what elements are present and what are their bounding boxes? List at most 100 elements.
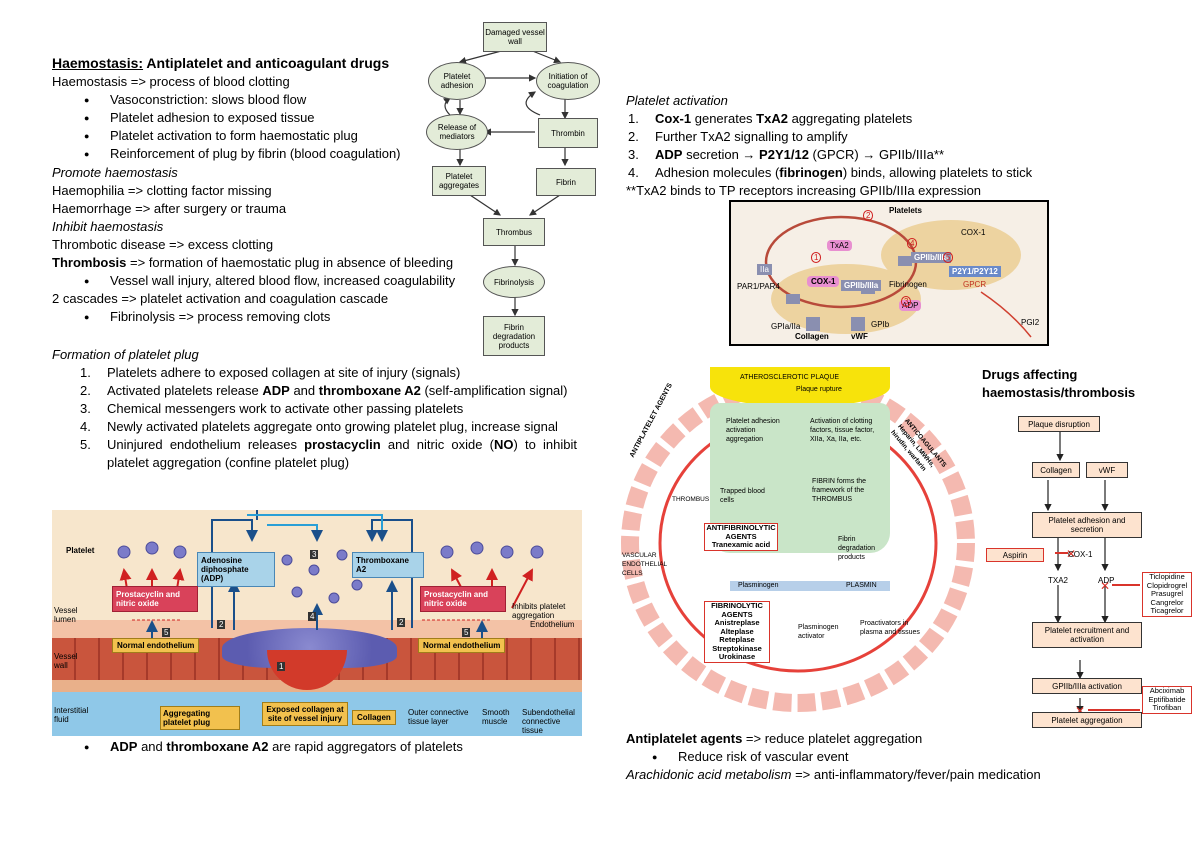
list-item: 1.Cox-1 generates TxA2 aggregating plate… xyxy=(628,111,913,126)
antiplatelet-text: Antiplatelet agents => reduce platelet a… xyxy=(626,731,923,746)
cascades-text: 2 cascades => platelet activation and co… xyxy=(52,291,389,306)
list-item: 3.ADP secretion → P2Y1/12 (GPCR) → GPIIb… xyxy=(628,147,945,162)
thrombosis-term: Thrombosis xyxy=(52,255,127,270)
title-underlined: Haemostasis: xyxy=(52,55,144,71)
drug-flow-arrows: ✕ ✕ ✕ xyxy=(1044,432,1140,718)
step-badge: 5 xyxy=(462,628,471,637)
list-item: 2.Further TxA2 signalling to amplify xyxy=(628,129,848,144)
txa2-note: **TxA2 binds to TP receptors increasing … xyxy=(626,183,982,198)
smooth-muscle-label: Smooth muscle xyxy=(482,708,510,726)
thrombus-label: THROMBUS xyxy=(672,496,710,503)
svg-text:✕: ✕ xyxy=(1100,579,1110,593)
flow-thrombus: Thrombus xyxy=(483,218,545,246)
drugs-heading-word-1: Drugs affecting xyxy=(982,367,1078,382)
list-item: Vasoconstriction: slows blood flow xyxy=(52,91,401,109)
list-item: 1.Platelets adhere to exposed collagen a… xyxy=(80,365,461,380)
thrombotic-text: Thrombotic disease => excess clotting xyxy=(52,237,274,252)
activation-heading: Platelet activation xyxy=(626,93,728,108)
degradation-label: Fibrin degradation products xyxy=(838,536,875,561)
platelets-label: Platelets xyxy=(889,206,922,215)
list-item: Platelet adhesion to exposed tissue xyxy=(52,109,401,127)
haemorrhage-text: Haemorrhage => after surgery or trauma xyxy=(52,201,287,216)
flow-platelet-aggregates: Platelet aggregates xyxy=(432,166,486,196)
clotting-label: Activation of clotting factors, tissue f… xyxy=(810,418,875,443)
promote-heading: Promote haemostasis xyxy=(52,165,178,180)
flow-fibrinolysis: Fibrinolysis xyxy=(483,266,545,298)
collagen-label: Collagen xyxy=(352,710,396,725)
adp-label: ADP xyxy=(1098,576,1115,585)
list-item: Vessel wall injury, altered blood flow, … xyxy=(52,272,455,290)
endothelium-label: Endothelium xyxy=(530,620,575,629)
gp6-label: GPIa/IIa xyxy=(771,322,801,331)
step-badge: 2 xyxy=(397,618,406,627)
normal-endothelium-right: Normal endothelium xyxy=(418,638,506,653)
txa2-label: TXA2 xyxy=(1048,576,1069,585)
step-badge: 3 xyxy=(310,550,319,559)
flow-initiation: Initiation of coagulation xyxy=(536,62,600,100)
flow-gp-activation: GPIIb/IIIa activation xyxy=(1032,678,1142,694)
flow-release-mediators: Release of mediators xyxy=(426,114,488,150)
collagen-label: Collagen xyxy=(795,332,829,341)
step-badge: 5 xyxy=(943,252,954,263)
step-badge: 5 xyxy=(162,628,171,637)
plaque-label: ATHEROSCLEROTIC PLAQUE xyxy=(740,374,840,381)
aspirin-box: Aspirin xyxy=(986,548,1044,562)
gp1b-label: GPIb xyxy=(871,320,890,329)
cox1-top: COX-1 xyxy=(961,228,986,237)
adp-label: ADP xyxy=(899,300,922,311)
flow-plaque-disruption: Plaque disruption xyxy=(1018,416,1100,432)
rupture-label: Plaque rupture xyxy=(796,386,842,393)
subendothelial-label: Subendothelial connective tissue xyxy=(522,708,575,735)
p2y-label: P2Y1/P2Y12 xyxy=(949,266,1001,277)
prostacyclin-left: Prostacyclin and nitric oxide xyxy=(112,586,198,612)
cox1-label: COX-1 xyxy=(1068,550,1093,559)
list-item: 3.Chemical messengers work to activate o… xyxy=(80,401,464,416)
list-item: Fibrinolysis => process removing clots xyxy=(52,308,330,326)
formation-list: 1.Platelets adhere to exposed collagen a… xyxy=(52,364,582,472)
pgi2-label: PGI2 xyxy=(1021,318,1040,327)
activator-label: Plasminogen activator xyxy=(798,624,839,640)
txa-box: Thromboxane A2 xyxy=(352,552,424,578)
haemostasis-steps: Vasoconstriction: slows blood flow Plate… xyxy=(52,91,401,163)
flow-recruitment: Platelet recruitment and activation xyxy=(1032,622,1142,648)
list-item: ADP and thromboxane A2 are rapid aggrega… xyxy=(52,738,463,756)
flow-damaged-vessel: Damaged vessel wall xyxy=(483,22,547,52)
flow-adhesion-secretion: Platelet adhesion and secretion xyxy=(1032,512,1142,538)
flow-platelet-adhesion: Platelet adhesion xyxy=(428,62,486,100)
plasmin-label: PLASMIN xyxy=(846,582,877,589)
inhibit-heading: Inhibit haemostasis xyxy=(52,219,164,234)
fibrinolysis-bullets: Fibrinolysis => process removing clots xyxy=(52,308,330,326)
plasminogen-label: Plasminogen xyxy=(738,582,779,589)
list-item: 4.Adhesion molecules (fibrinogen) binds,… xyxy=(628,165,1033,180)
flow-vwf: vWF xyxy=(1086,462,1128,478)
cox1-mid: COX-1 xyxy=(807,276,840,287)
trapped-label: Trapped blood cells xyxy=(720,488,765,504)
iia-label: IIa xyxy=(757,264,772,275)
step-badge: 4 xyxy=(907,238,918,249)
normal-endothelium-left: Normal endothelium xyxy=(112,638,200,653)
page-title: Haemostasis: Antiplatelet and anticoagul… xyxy=(52,54,389,72)
flow-thrombin: Thrombin xyxy=(538,118,598,148)
arachidonic-text: Arachidonic acid metabolism => anti-infl… xyxy=(626,767,1041,782)
thrombosis-text: Thrombosis => formation of haemostatic p… xyxy=(52,254,453,272)
flow-degradation-products: Fibrin degradation products xyxy=(483,316,545,356)
list-item: Platelet activation to form haemostatic … xyxy=(52,127,401,145)
vascular-label: VASCULAR ENDOTHELIAL CELLS xyxy=(622,552,667,577)
antiplatelet-bullets: Reduce risk of vascular event xyxy=(620,748,849,766)
prostacyclin-right: Prostacyclin and nitric oxide xyxy=(420,586,506,612)
title-rest: Antiplatelet and anticoagulant drugs xyxy=(143,55,390,71)
vwf-label: vWF xyxy=(851,332,868,341)
platelet-plug-diagram: Platelet Adenosine diphosphate (ADP) Thr… xyxy=(52,510,582,736)
interstitial-label: Interstitial fluid xyxy=(54,706,89,724)
step-badge: 1 xyxy=(811,252,822,263)
adp-box: Adenosine diphosphate (ADP) xyxy=(197,552,275,587)
flow-platelet-aggregation: Platelet aggregation xyxy=(1032,712,1142,728)
inhibits-label: Inhibits platelet aggregation xyxy=(512,602,566,620)
platelet-activation-diagram: Platelets COX-1 TxA2 IIa PAR1/PAR4 COX-1… xyxy=(729,200,1049,346)
aggregating-label: Aggregating platelet plug xyxy=(160,706,240,730)
svg-text:✕: ✕ xyxy=(1075,704,1085,718)
proactivators-label: Proactivators in plasma and tissues xyxy=(860,620,920,636)
par-label: PAR1/PAR4 xyxy=(737,282,780,291)
drugs-heading-line-2: haemostasis/thrombosis xyxy=(982,385,1136,400)
vessel-lumen-label: Vessel lumen xyxy=(54,606,78,624)
